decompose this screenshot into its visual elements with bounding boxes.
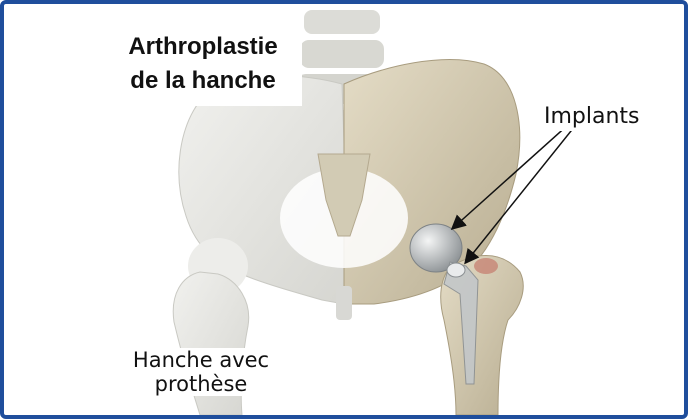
title-line-2: de la hanche: [104, 64, 302, 98]
figure-title: Arthroplastie de la hanche: [104, 30, 302, 106]
title-line-1: Arthroplastie: [104, 30, 302, 64]
implants-label: Implants: [540, 102, 644, 131]
left-hip-label: Hanche avec prothèse: [108, 348, 294, 396]
left-hip-label-line-1: Hanche avec: [108, 348, 294, 372]
pubic-symphysis: [336, 286, 352, 320]
left-hip-label-line-2: prothèse: [108, 372, 294, 396]
